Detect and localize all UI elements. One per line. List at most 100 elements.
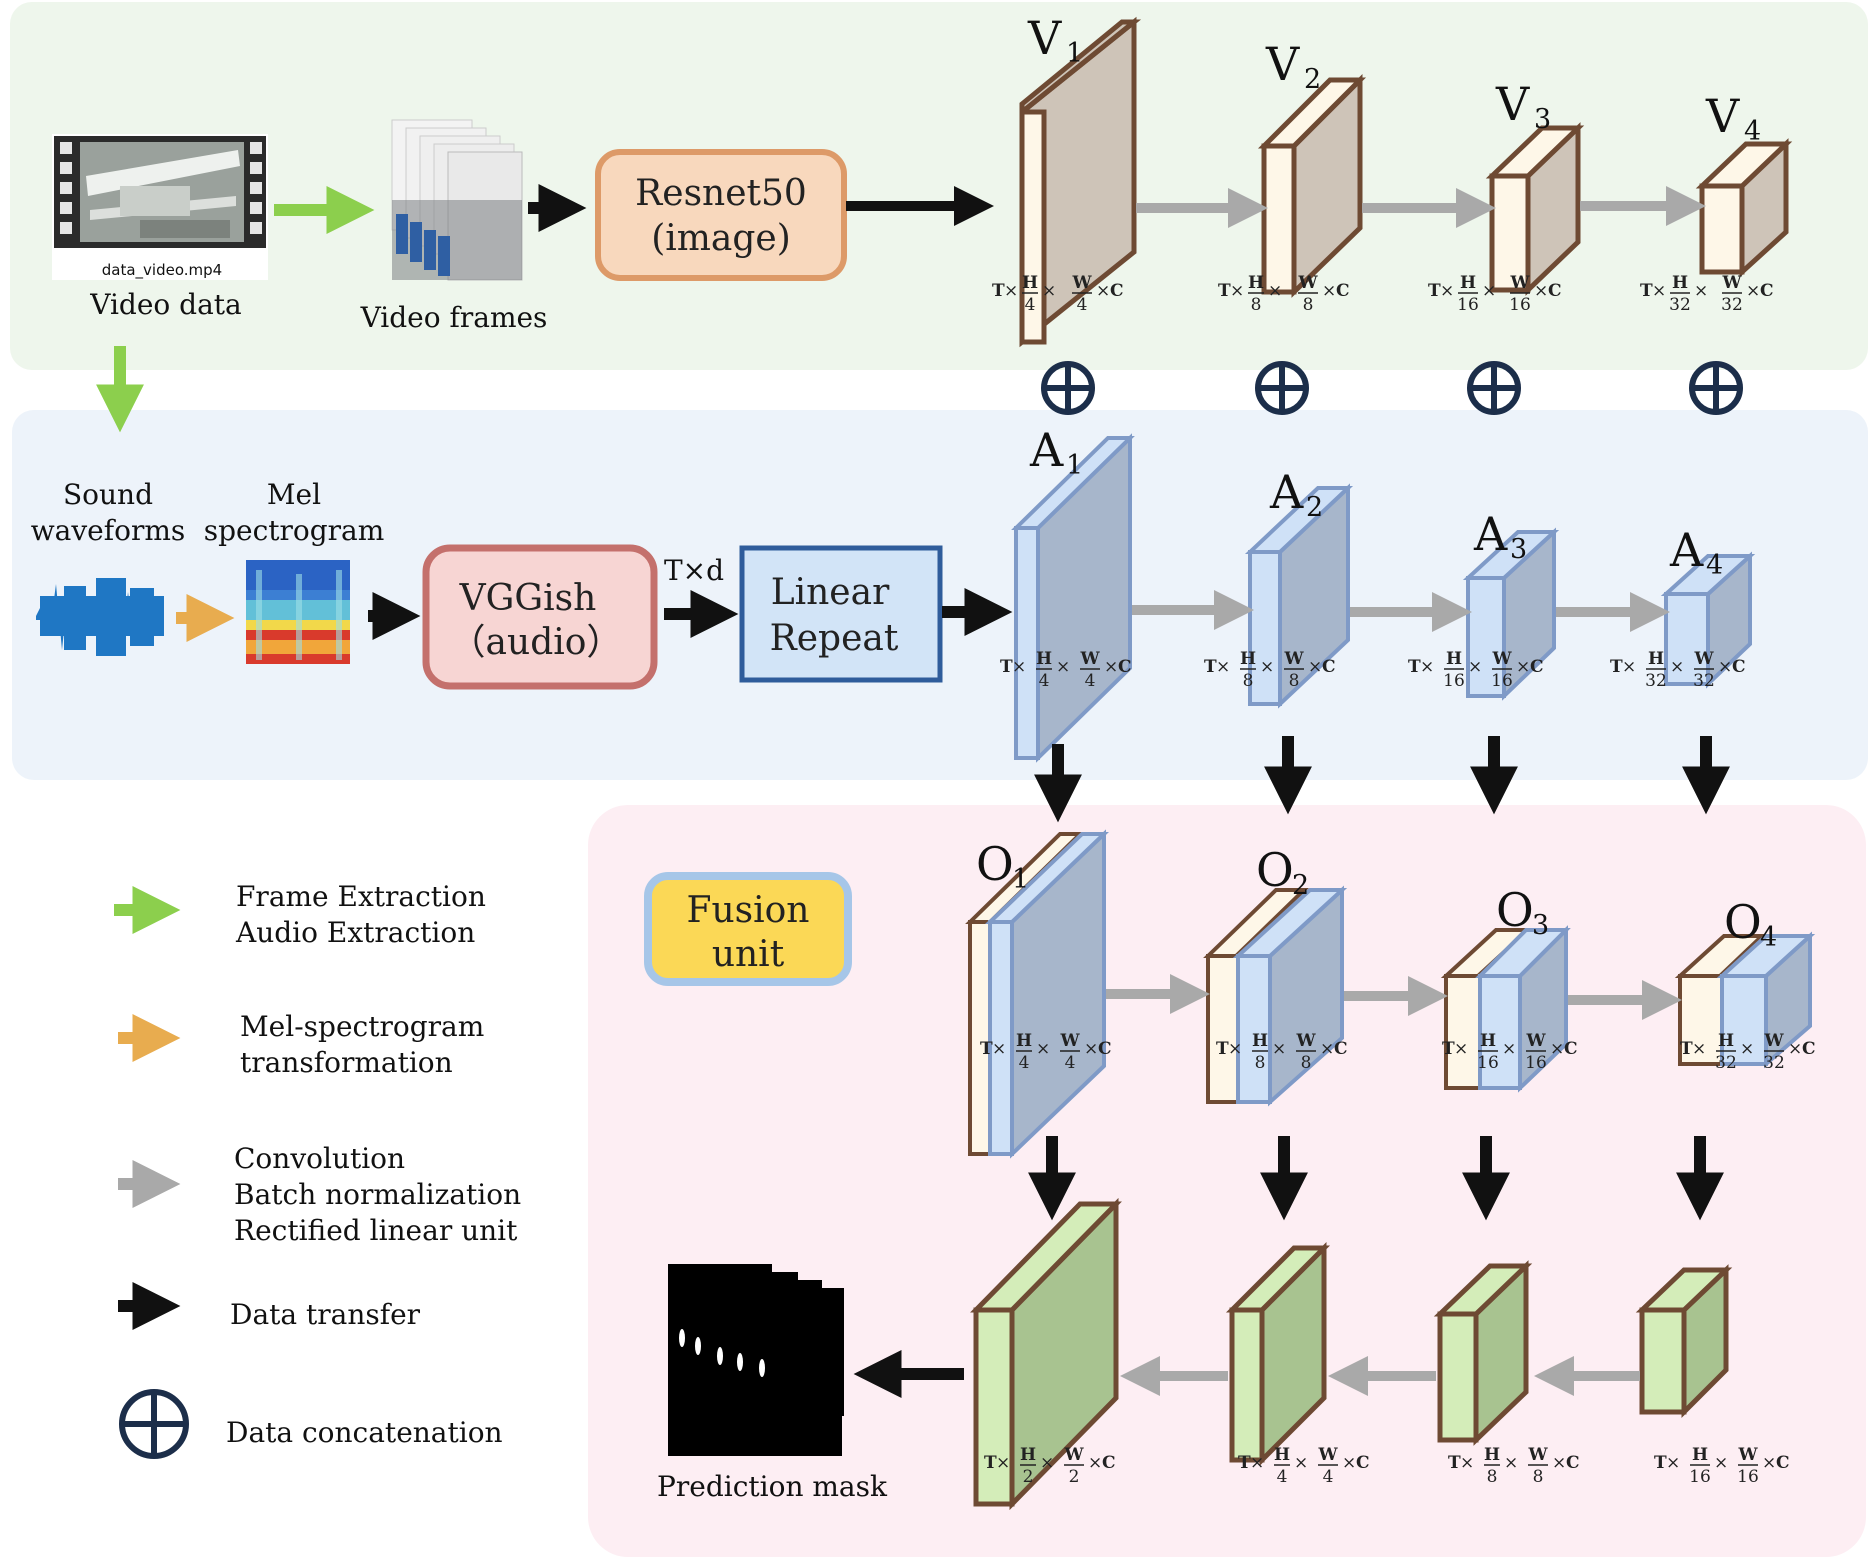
a4-dimension: T× H32 × W32 ×C: [1610, 649, 1746, 691]
concat-symbol-2: [1255, 361, 1309, 415]
v2-dimension: T× H8 × W8 ×C: [1218, 273, 1350, 315]
svg-text:8: 8: [1251, 295, 1262, 315]
svg-text:4: 4: [1277, 1467, 1288, 1487]
svg-text:T: T: [1204, 657, 1217, 677]
svg-text:C: C: [1566, 1453, 1580, 1473]
svg-text:×: ×: [1714, 1453, 1728, 1473]
fusion-unit-subtitle: unit: [712, 934, 785, 975]
video-panel: [10, 2, 1868, 370]
svg-text:W: W: [1317, 1445, 1338, 1465]
svg-text:A: A: [1029, 423, 1064, 477]
linear-repeat-subtitle: Repeat: [770, 618, 899, 659]
svg-text:W: W: [1509, 273, 1530, 293]
svg-text:8: 8: [1533, 1467, 1544, 1487]
mel-spectrogram-line1: Mel: [267, 478, 321, 511]
svg-text:2: 2: [1292, 870, 1309, 901]
svg-text:H: H: [1692, 1445, 1708, 1465]
svg-text:16: 16: [1737, 1467, 1759, 1487]
svg-text:2: 2: [1069, 1467, 1080, 1487]
svg-text:H: H: [1016, 1031, 1032, 1051]
a2-dimension: T× H8 × W8 ×C: [1204, 649, 1336, 691]
svg-text:H: H: [1020, 1445, 1036, 1465]
svg-text:×: ×: [1460, 1453, 1474, 1473]
svg-text:W: W: [1297, 273, 1318, 293]
o2-label: O2: [1256, 843, 1309, 901]
svg-text:×: ×: [1622, 657, 1636, 677]
video-feature-v3: [1485, 122, 1585, 296]
decoder-feature-1: [970, 1197, 1122, 1511]
svg-text:4: 4: [1077, 295, 1088, 315]
svg-text:W: W: [1071, 273, 1092, 293]
svg-text:32: 32: [1715, 1053, 1737, 1073]
svg-text:C: C: [1110, 281, 1124, 301]
svg-text:W: W: [1059, 1031, 1080, 1051]
svg-text:T: T: [1442, 1039, 1455, 1059]
svg-text:H: H: [1036, 649, 1052, 669]
svg-text:×: ×: [1420, 657, 1434, 677]
svg-text:T: T: [1680, 1039, 1693, 1059]
resnet50-title: Resnet50: [635, 173, 807, 214]
svg-text:H: H: [1480, 1031, 1496, 1051]
audio-feature-a2: [1244, 483, 1354, 709]
svg-text:×: ×: [1550, 1039, 1564, 1059]
legend-data-transfer: Data transfer: [230, 1298, 421, 1331]
svg-text:W: W: [1283, 649, 1304, 669]
video-file-name: data_video.mp4: [102, 261, 222, 280]
svg-text:W: W: [1525, 1031, 1546, 1051]
svg-text:C: C: [1776, 1453, 1790, 1473]
svg-text:×: ×: [1746, 281, 1760, 301]
svg-text:×: ×: [1056, 657, 1070, 677]
legend-concat-icon: [119, 1389, 189, 1459]
svg-text:O: O: [1256, 843, 1294, 897]
svg-text:32: 32: [1693, 671, 1715, 691]
svg-text:3: 3: [1532, 910, 1549, 941]
svg-text:×: ×: [1718, 657, 1732, 677]
svg-text:C: C: [1356, 1453, 1370, 1473]
concat-symbol-1: [1041, 361, 1095, 415]
v3-dimension: T× H16 × W16 ×C: [1428, 273, 1562, 315]
fusion-feature-o2: [1203, 885, 1348, 1107]
svg-text:16: 16: [1689, 1467, 1711, 1487]
svg-text:×: ×: [1004, 281, 1018, 301]
resnet50-block: [595, 149, 847, 281]
svg-text:16: 16: [1491, 671, 1513, 691]
svg-text:×: ×: [1040, 1453, 1054, 1473]
d3-dimension: T× H8 × W8 ×C: [1448, 1445, 1580, 1487]
legend-relu: Rectified linear unit: [234, 1214, 518, 1247]
svg-text:4: 4: [1706, 550, 1723, 581]
o4-label: O4: [1724, 895, 1777, 953]
o2-dimension: T× H8 × W8 ×C: [1216, 1031, 1348, 1073]
svg-text:×: ×: [1454, 1039, 1468, 1059]
svg-text:16: 16: [1443, 671, 1465, 691]
video-feature-v2: [1257, 73, 1367, 298]
svg-text:4: 4: [1760, 922, 1777, 953]
svg-text:H: H: [1484, 1445, 1500, 1465]
svg-text:T: T: [1216, 1039, 1229, 1059]
legend-transformation: transformation: [240, 1046, 453, 1079]
svg-text:T: T: [1654, 1453, 1667, 1473]
svg-text:W: W: [1491, 649, 1512, 669]
svg-text:32: 32: [1721, 295, 1743, 315]
svg-text:×: ×: [1694, 281, 1708, 301]
prediction-mask-icon: [668, 1264, 844, 1456]
svg-text:H: H: [1248, 273, 1264, 293]
svg-text:T: T: [1448, 1453, 1461, 1473]
svg-text:×: ×: [1552, 1453, 1566, 1473]
svg-text:H: H: [1460, 273, 1476, 293]
vggish-title: VGGish: [459, 578, 597, 619]
svg-text:C: C: [1564, 1039, 1578, 1059]
legend-audio-extraction: Audio Extraction: [235, 916, 475, 949]
svg-text:4: 4: [1065, 1053, 1076, 1073]
svg-text:2: 2: [1306, 492, 1323, 523]
legend-data-concatenation: Data concatenation: [226, 1416, 503, 1449]
svg-text:×: ×: [1670, 657, 1684, 677]
svg-text:×: ×: [1230, 281, 1244, 301]
svg-text:4: 4: [1323, 1467, 1334, 1487]
svg-text:T: T: [1218, 281, 1231, 301]
svg-text:×: ×: [1502, 1039, 1516, 1059]
svg-text:C: C: [1548, 281, 1562, 301]
svg-text:×: ×: [1762, 1453, 1776, 1473]
